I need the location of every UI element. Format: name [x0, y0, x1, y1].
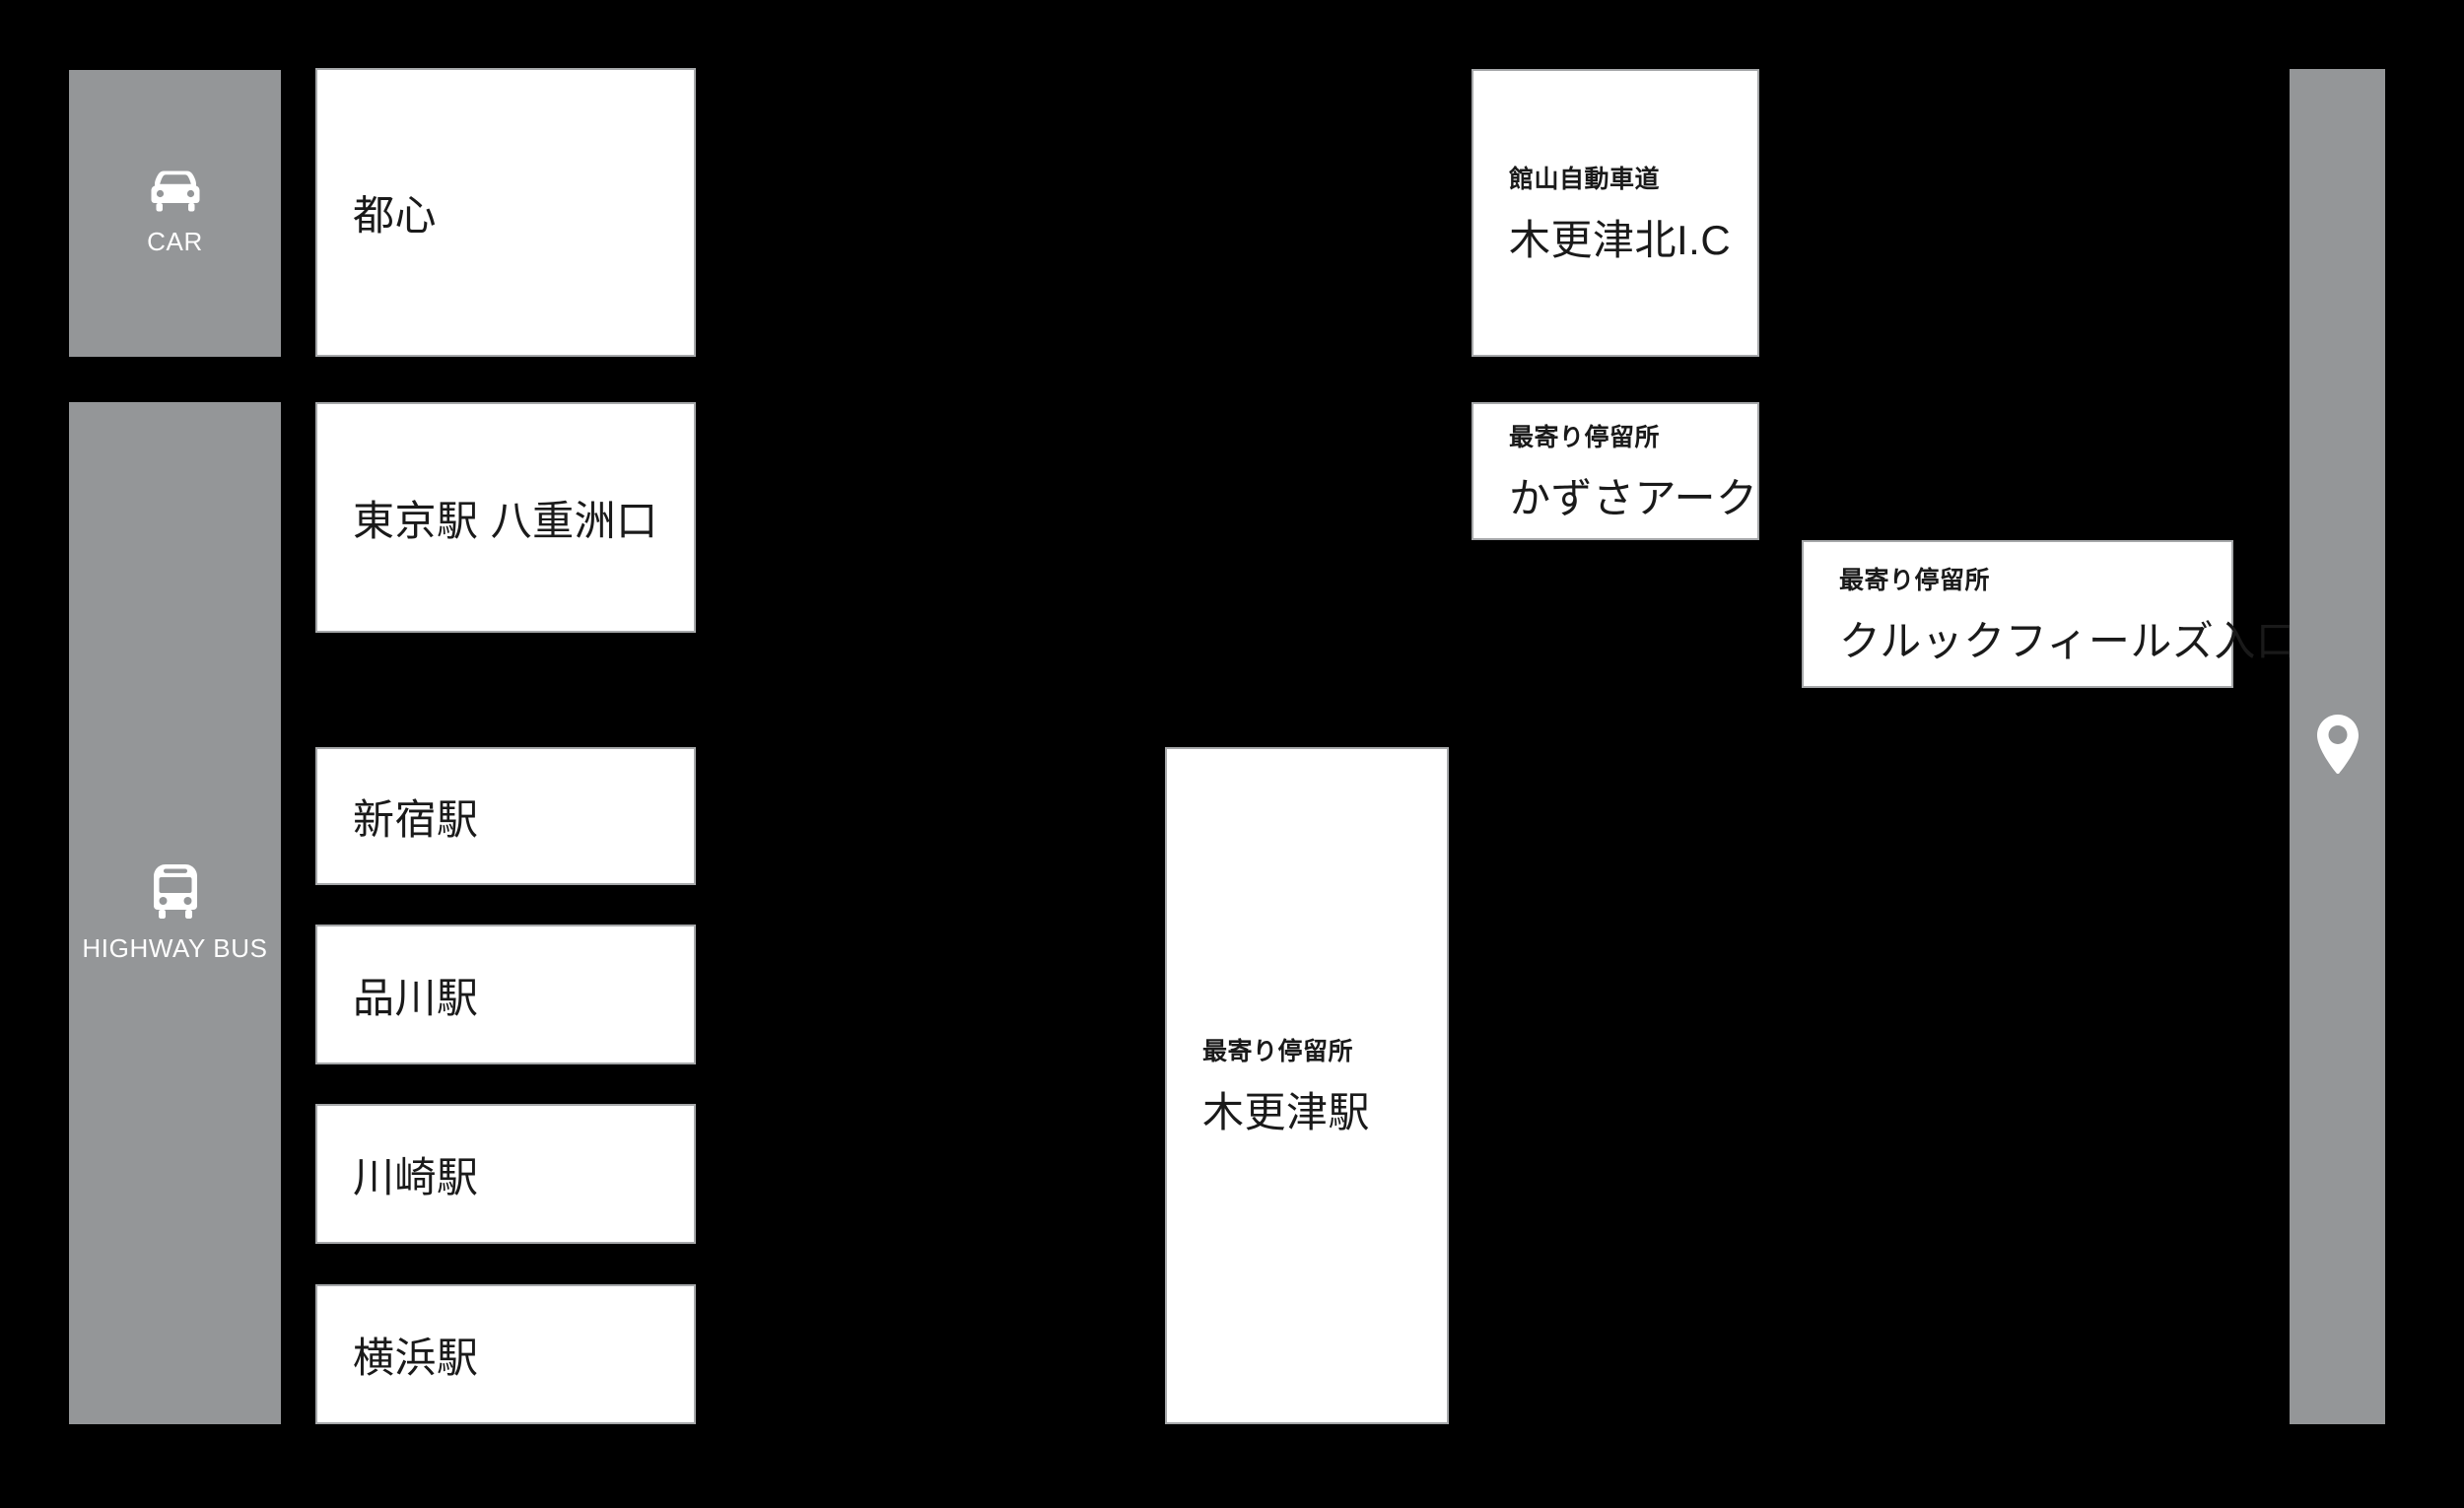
- waypoint-node-kisarazu-station: 最寄り停留所 木更津駅: [1165, 747, 1449, 1424]
- waypoint-title: クルックフィールズ入口: [1839, 617, 2298, 664]
- waypoint-title: 木更津北I.C: [1509, 216, 1732, 263]
- destination-bar: [2290, 69, 2385, 1424]
- mode-label-car: CAR: [147, 227, 203, 256]
- waypoint-kicker: 最寄り停留所: [1839, 566, 1991, 594]
- car-icon: [146, 170, 205, 213]
- bus-icon: [148, 862, 203, 920]
- waypoint-node-kazusa-ark: 最寄り停留所 かずさアーク: [1472, 402, 1759, 540]
- origin-node-title: 川崎駅: [353, 1153, 479, 1200]
- waypoint-kicker: 最寄り停留所: [1202, 1038, 1354, 1065]
- origin-node-title: 都心: [353, 192, 438, 239]
- waypoint-kicker: 最寄り停留所: [1509, 423, 1661, 451]
- origin-node-title: 品川駅: [353, 974, 479, 1021]
- waypoint-node-kisarazu-kita-ic: 館山自動車道 木更津北I.C: [1472, 69, 1759, 357]
- mode-bar-highway-bus: HIGHWAY BUS: [69, 402, 281, 1424]
- waypoint-kicker: 館山自動車道: [1509, 165, 1661, 193]
- origin-node-title: 横浜駅: [353, 1334, 479, 1381]
- origin-node-title: 東京駅 八重洲口: [353, 497, 658, 544]
- origin-node-kawasaki: 川崎駅: [315, 1104, 696, 1244]
- origin-node-shinagawa: 品川駅: [315, 925, 696, 1064]
- waypoint-title: 木更津駅: [1202, 1089, 1371, 1135]
- origin-node-yokohama: 横浜駅: [315, 1284, 696, 1424]
- mode-bar-car: CAR: [69, 70, 281, 357]
- origin-node-title: 新宿駅: [353, 795, 479, 843]
- waypoint-node-kurkku-fields-entrance: 最寄り停留所 クルックフィールズ入口: [1802, 540, 2298, 688]
- origin-node-shinjuku: 新宿駅: [315, 747, 696, 885]
- map-pin-icon: [2315, 714, 2361, 780]
- mode-label-highway-bus: HIGHWAY BUS: [82, 933, 268, 963]
- origin-node-toshin: 都心: [315, 68, 696, 357]
- origin-node-tokyo-yaesu: 東京駅 八重洲口: [315, 402, 696, 633]
- waypoint-title: かずさアーク: [1509, 474, 1758, 521]
